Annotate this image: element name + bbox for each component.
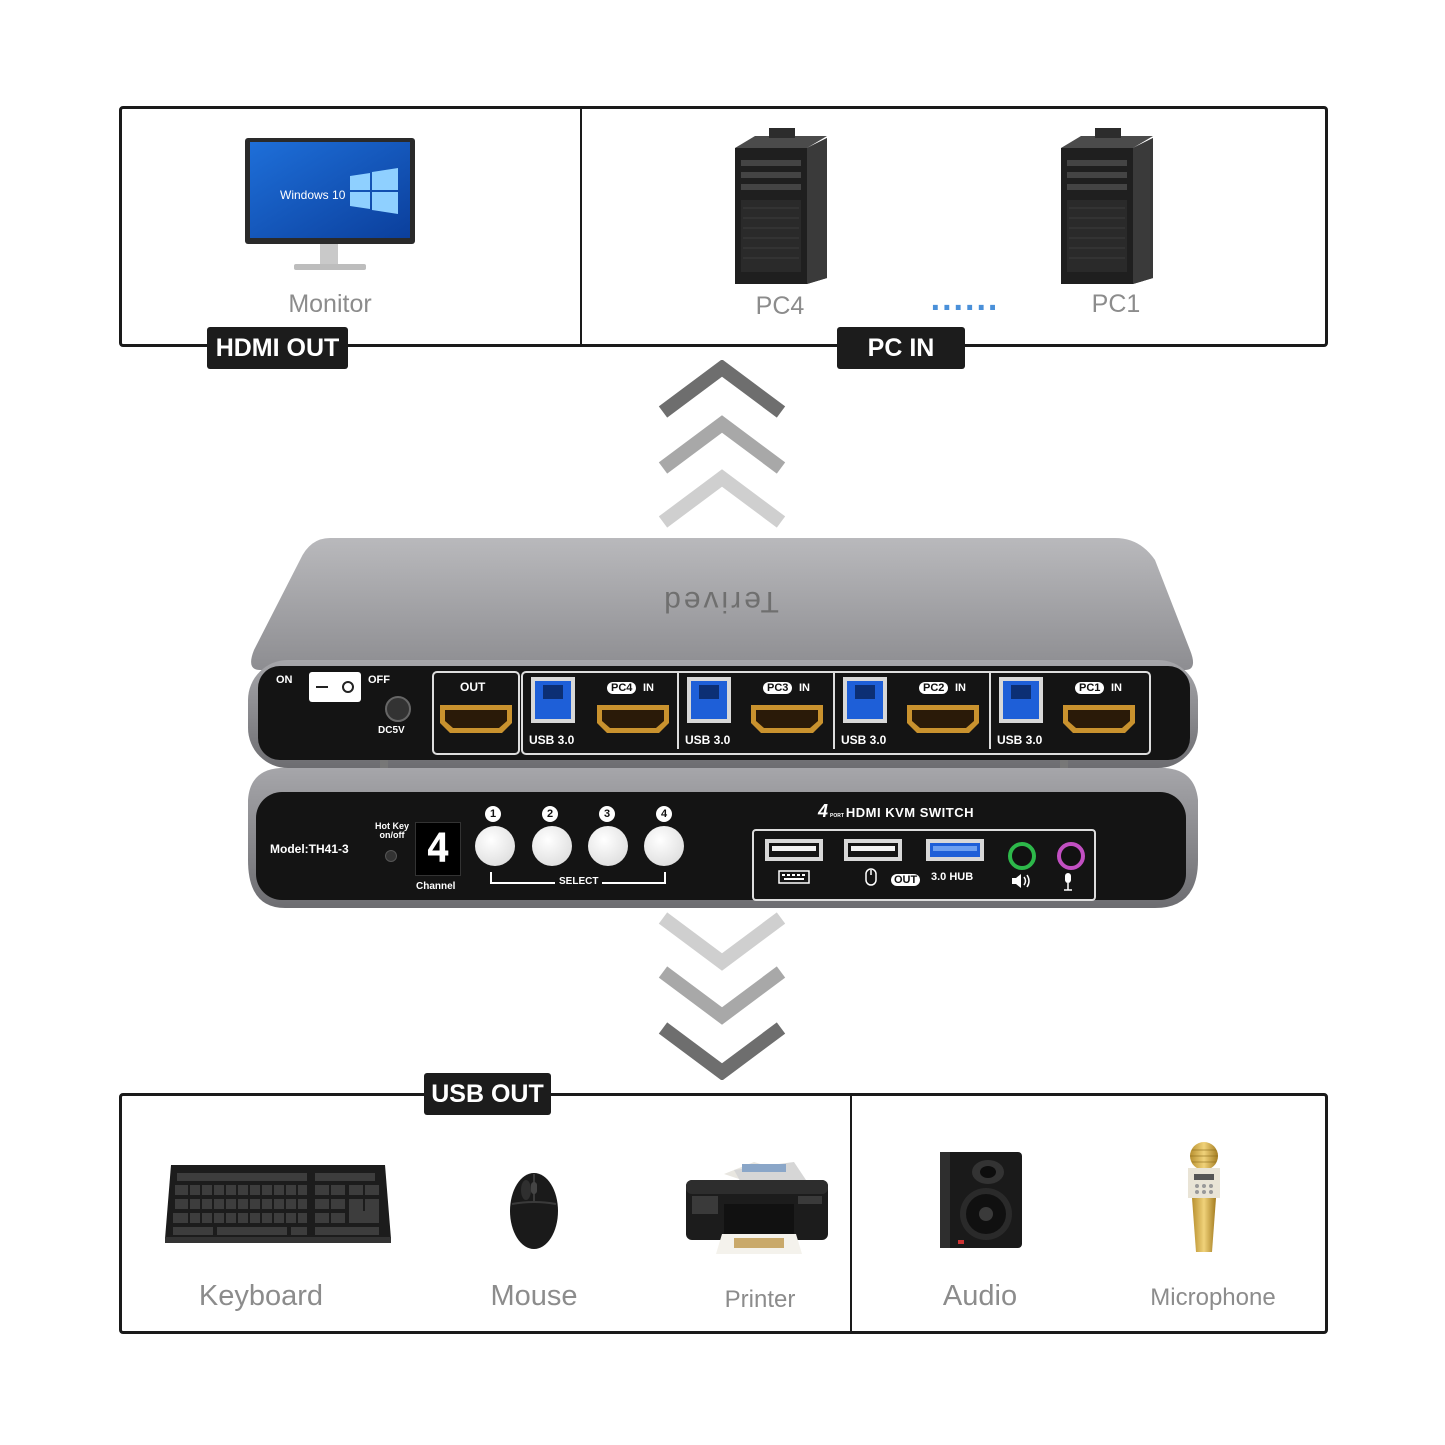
hotkey-label-line2: on/off [379,830,405,840]
usb-3-label: USB 3.0 [997,733,1043,747]
mic-jack [1057,842,1085,870]
product-title: 4 PORT HDMI KVM SWITCH [818,801,974,822]
keyboard-icon [165,1165,391,1243]
bottom-panel [119,1093,1328,1334]
in-label: IN [955,682,966,694]
usb-hub-frame [752,829,1096,901]
hdmi-port-icon [751,705,823,733]
hdmi-port-icon [907,705,979,733]
usb-3-label: USB 3.0 [841,733,887,747]
pc1-label: PC1 [1091,290,1141,318]
hdmi-out-label: OUT [460,680,486,694]
out-badge: OUT [891,874,921,886]
hub-label: 3.0 HUB [931,871,974,883]
usb-b-port-icon [531,677,575,723]
hdmi-port-icon [597,705,669,733]
usb-a-keyboard-port [765,839,823,861]
printer-icon [686,1162,828,1254]
channel-label: Channel [416,881,456,892]
select-label: SELECT [555,876,603,887]
channel-number: 4 [425,826,451,872]
power-switch[interactable] [309,672,361,702]
input-port-group-pc1: USB 3.0 PC1 IN [991,673,1145,749]
audio-jack [1008,842,1036,870]
pc-badge: PC3 [763,682,793,694]
select-button-2[interactable] [532,826,572,866]
hotkey-led [385,850,397,862]
product-name: HDMI KVM SWITCH [845,805,975,820]
select-button-4[interactable] [644,826,684,866]
mouse-icon [510,1173,558,1249]
pc-in-tag: PC IN [837,327,965,369]
microphone-icon [1188,1142,1220,1252]
product-port-word: PORT [830,813,844,819]
hotkey-label: Hot Key on/off [372,822,412,840]
hotkey-label-line1: Hot Key [374,821,409,831]
monitor-label: Monitor [288,290,372,318]
usb-b-port-icon [999,677,1043,723]
hdmi-port-icon [1063,705,1135,733]
in-label: IN [1111,682,1122,694]
pc-badge: PC2 [919,682,949,694]
pc-badge: PC4 [607,682,637,694]
usb-a-mouse-port [844,839,902,861]
mouse-symbol-icon [865,868,877,886]
monitor-icon: Windows 10 [245,138,415,270]
usb-hdmi-input-frame [521,671,1151,755]
down-arrows-icon [658,912,786,1080]
usb-3-hub-port [926,839,984,861]
off-label: OFF [368,674,390,686]
select-button-number: 3 [599,806,615,822]
pc-badge: PC1 [1075,682,1105,694]
switch-off-mark [342,681,354,693]
select-button-number: 2 [542,806,558,822]
microphone-label: Microphone [1150,1284,1276,1311]
dc5v-label: DC5V [378,725,405,736]
usb-3-label: USB 3.0 [529,733,575,747]
hdmi-port-icon [440,705,512,733]
audio-label: Audio [942,1280,1018,1312]
in-label: IN [643,682,654,694]
monitor-screen-text: Windows 10 [280,188,346,202]
select-button-number: 4 [656,806,672,822]
usb-b-port-icon [843,677,887,723]
mouse-label: Mouse [490,1280,578,1312]
select-button-3[interactable] [588,826,628,866]
keyboard-label: Keyboard [198,1280,324,1312]
usb-out-tag: USB OUT [424,1073,551,1115]
switch-on-mark [316,686,328,688]
channel-display: 4 [415,822,461,876]
brand-logo: Terived [661,585,779,618]
usb-3-label: USB 3.0 [685,733,731,747]
speaker-icon [1012,874,1030,888]
hdmi-out-tag: HDMI OUT [207,327,348,369]
speaker-icon [940,1152,1022,1248]
pc-tower-icon [1061,128,1153,284]
input-port-group-pc3: USB 3.0 PC3 IN [679,673,835,749]
in-label: IN [799,682,810,694]
input-port-group-pc2: USB 3.0 PC2 IN [835,673,991,749]
dc-jack [385,696,411,722]
pc-tower-icon [735,128,827,284]
model-label: Model:TH41-3 [270,842,349,856]
top-panel [119,106,1328,347]
select-button-1[interactable] [475,826,515,866]
usb-b-port-icon [687,677,731,723]
on-label: ON [276,674,293,686]
printer-label: Printer [724,1286,796,1313]
microphone-symbol-icon [1064,873,1072,891]
input-port-group-pc4: USB 3.0 PC4 IN [523,673,679,749]
pc4-label: PC4 [755,292,805,320]
hdmi-out-port-frame [432,671,520,755]
keyboard-symbol-icon [778,870,810,884]
top-panel-divider [580,108,582,345]
ellipsis-dots: ...... [930,280,1000,318]
product-port-count: 4 [818,801,829,821]
up-arrows-icon [658,360,786,528]
bottom-panel-divider [850,1095,852,1332]
select-button-number: 1 [485,806,501,822]
